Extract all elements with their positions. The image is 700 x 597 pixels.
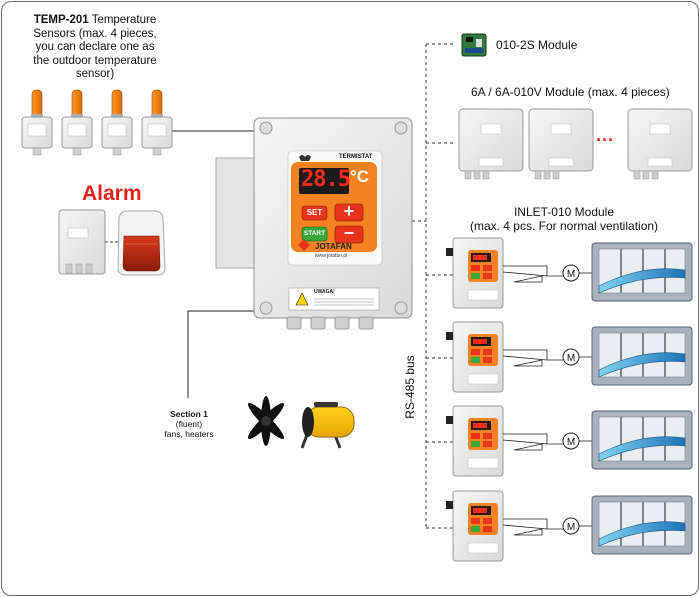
button-minus (334, 225, 364, 244)
button-minus-label: − (343, 223, 355, 243)
motor-symbol: M (567, 522, 575, 533)
inlet-modules: M M M M (446, 237, 693, 562)
temperature-sensor (61, 89, 93, 156)
sensors-line-1: Sensors (max. 4 pieces, (33, 27, 157, 40)
jotafan-logo-icon (298, 239, 310, 251)
inlet-flap-icon (591, 242, 693, 302)
heater-icon (300, 402, 355, 449)
bus-lines (412, 43, 453, 529)
section1-caption: Section 1 (fluent) fans, heaters (153, 409, 225, 439)
mounting-bracket (215, 157, 255, 269)
alarm-siren (117, 210, 166, 276)
module-6a-unit (458, 108, 524, 180)
brand-website: www.jotafan.pl (315, 253, 348, 259)
controller-display (299, 168, 349, 194)
module-6a-unit (528, 108, 594, 180)
rs485-bus-label: RS-485 bus (403, 355, 417, 419)
section1-title: Section 1 (170, 409, 208, 419)
alarm-module (58, 209, 106, 275)
button-set (301, 205, 328, 221)
inlet-row: M (446, 321, 693, 393)
sensors-line-3: the outdoor temperature (33, 54, 157, 67)
temperature-sensor (101, 89, 133, 156)
temperature-sensors (21, 89, 173, 156)
button-plus (334, 203, 364, 222)
inlet-line-1: INLET-010 Module (513, 205, 615, 219)
inlet-row: M (446, 490, 693, 562)
fan-icon (247, 396, 285, 446)
motor-symbol: M (567, 353, 575, 364)
button-set-label: SET (306, 208, 323, 217)
main-controller (215, 117, 413, 330)
button-plus-label: + (343, 201, 355, 221)
inlet-caption: INLET-010 Module (max. 4 pcs. For normal… (433, 205, 695, 233)
motor-symbol: M (567, 437, 575, 448)
section1-line-3: fans, heaters (164, 429, 214, 439)
section1-link (187, 310, 268, 398)
sensors-caption: TEMP-201 Temperature Sensors (max. 4 pie… (12, 14, 178, 82)
button-start-label: START (303, 230, 326, 237)
cable-glands (286, 316, 374, 330)
modules-6a (458, 108, 693, 180)
inlet-flap-icon (591, 326, 693, 386)
sensors-line-4: sensor) (75, 68, 115, 80)
button-start (301, 226, 328, 242)
display-value: 28.5 (301, 167, 351, 192)
module-6a-ellipsis: ... (596, 125, 615, 145)
sensors-title-bold: TEMP-201 (33, 14, 89, 26)
sensors-title-rest: Temperature (88, 14, 157, 26)
inlet-row: M (446, 405, 693, 477)
display-unit: °C (350, 167, 370, 186)
motor-symbol: M (567, 269, 575, 280)
alarm-label: Alarm (82, 182, 142, 205)
temperature-sensor (141, 89, 173, 156)
inlet-flap-icon (591, 410, 693, 470)
module-6a-unit (627, 108, 693, 180)
warning-triangle-icon (295, 292, 309, 306)
hand-logo-icon (299, 155, 311, 161)
sensors-line-2: you can declare one as (35, 41, 155, 53)
module-6a-label: 6A / 6A-010V Module (max. 4 pieces) (471, 85, 670, 99)
temperature-sensor (21, 89, 53, 156)
inlet-flap-icon (591, 495, 693, 555)
inlet-row: M (446, 237, 693, 309)
brand-name: JOTAFAN (315, 242, 352, 251)
warning-title: UWAGA! (314, 289, 335, 295)
controller-brand-header: TERMISTAT (339, 154, 373, 160)
inlet-line-2: (max. 4 pcs. For normal ventilation) (469, 219, 659, 233)
module-010-2s-label: 010-2S Module (496, 38, 578, 52)
module-010-2s (461, 33, 487, 57)
section1-line-2: (fluent) (175, 419, 203, 429)
